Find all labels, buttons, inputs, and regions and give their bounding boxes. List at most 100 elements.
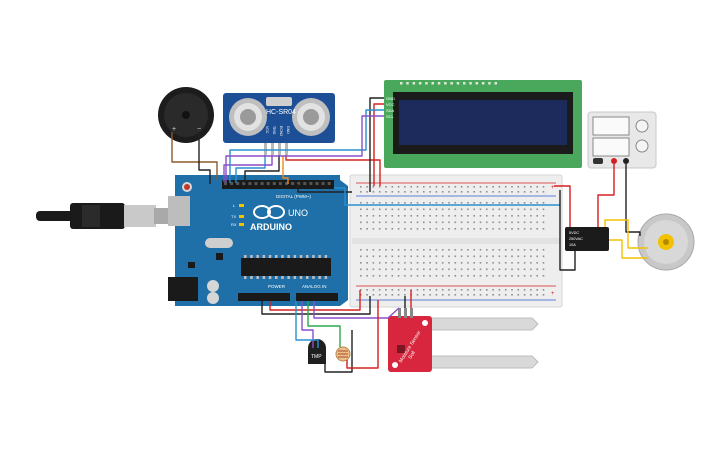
breadboard-hole	[517, 275, 520, 277]
breadboard-hole	[498, 275, 501, 277]
breadboard-hole	[511, 268, 513, 271]
breadboard-hole	[460, 215, 463, 217]
breadboard-hole	[467, 255, 469, 258]
rail-hole	[473, 294, 475, 296]
rail-hole	[517, 289, 520, 291]
breadboard-hole	[542, 249, 545, 251]
breadboard-hole	[397, 275, 400, 277]
breadboard-hole	[542, 221, 545, 224]
chip-leg	[250, 255, 253, 258]
breadboard-hole	[397, 215, 400, 217]
breadboard-hole	[448, 208, 450, 211]
breadboard-hole	[366, 202, 368, 204]
breadboard-hole	[454, 249, 457, 251]
rail-hole	[416, 191, 419, 193]
breadboard-hole	[530, 228, 532, 230]
breadboard-hole	[360, 208, 362, 211]
led-label: TX	[231, 214, 236, 219]
breadboard-hole	[460, 262, 463, 264]
breadboard-hole	[378, 215, 381, 217]
chip-leg	[318, 276, 321, 279]
breadboard-hole	[511, 215, 513, 217]
breadboard-hole	[517, 221, 520, 224]
breadboard-hole	[530, 221, 532, 224]
rail-hole	[511, 294, 513, 296]
breadboard-hole	[473, 249, 475, 251]
breadboard-hole	[536, 275, 538, 277]
breadboard-hole	[479, 202, 482, 204]
lcd-pin-label: GND	[386, 96, 395, 101]
breadboard-hole	[378, 208, 381, 211]
breadboard-hole	[498, 221, 501, 224]
rail-hole	[378, 186, 381, 188]
breadboard-hole	[479, 275, 482, 277]
rail-hole	[435, 186, 438, 188]
breadboard-hole	[378, 249, 381, 251]
rail-hole	[492, 186, 494, 188]
breadboard-hole	[530, 275, 532, 277]
breadboard: + +	[349, 174, 563, 308]
breadboard-hole	[473, 202, 475, 204]
breadboard-hole	[360, 215, 362, 217]
breadboard-hole	[372, 208, 375, 211]
digital-pin-hole	[309, 182, 313, 185]
breadboard-hole	[467, 268, 469, 271]
lcd-pin	[450, 82, 453, 85]
rail-hole	[530, 289, 532, 291]
chip-leg	[306, 276, 309, 279]
breadboard-hole	[511, 228, 513, 230]
rail-hole	[460, 294, 463, 296]
rail-hole	[492, 191, 494, 193]
breadboard-hole	[372, 268, 375, 271]
rail-hole	[378, 294, 381, 296]
rail-hole	[360, 294, 362, 296]
breadboard-hole	[517, 262, 520, 264]
breadboard-hole	[517, 202, 520, 204]
breadboard-hole	[486, 208, 488, 211]
digital-pin-hole	[278, 182, 282, 185]
chip-leg	[250, 276, 253, 279]
breadboard-hole	[523, 215, 526, 217]
breadboard-hole	[441, 228, 444, 230]
breadboard-hole	[517, 249, 520, 251]
breadboard-hole	[423, 268, 425, 271]
rail-hole	[423, 191, 425, 193]
breadboard-hole	[435, 221, 438, 224]
breadboard-hole	[423, 228, 425, 230]
breadboard-hole	[410, 202, 412, 204]
sonar-pin-label: TRIG	[272, 126, 276, 135]
rail-hole	[479, 294, 482, 296]
breadboard-hole	[454, 262, 457, 264]
rail-hole	[486, 191, 488, 193]
rail-hole	[404, 186, 406, 188]
lcd-pin	[475, 82, 479, 85]
rail-hole	[517, 186, 520, 188]
rail-hole	[410, 191, 412, 193]
breadboard-hole	[486, 228, 488, 230]
breadboard-hole	[523, 268, 526, 271]
rail-hole	[448, 289, 450, 291]
breadboard-hole	[435, 275, 438, 277]
rail-hole	[448, 186, 450, 188]
soil-sensor-sub: Soil	[407, 350, 417, 360]
breadboard-hole	[378, 268, 381, 271]
breadboard-hole	[511, 275, 513, 277]
breadboard-hole	[416, 268, 419, 271]
breadboard-hole	[504, 228, 507, 230]
breadboard-hole	[429, 208, 431, 211]
relay-label: 10A	[569, 243, 576, 247]
rail-hole	[372, 186, 375, 188]
breadboard-hole	[448, 249, 450, 251]
breadboard-hole	[530, 208, 532, 211]
chip-leg	[287, 255, 290, 258]
breadboard-hole	[378, 202, 381, 204]
rail-hole	[511, 191, 513, 193]
breadboard-hole	[366, 268, 368, 271]
rail-hole	[504, 289, 507, 291]
breadboard-hole	[523, 221, 526, 224]
breadboard-hole	[385, 268, 387, 271]
breadboard-hole	[448, 262, 450, 264]
lcd-pin	[418, 82, 422, 85]
breadboard-hole	[423, 221, 425, 224]
